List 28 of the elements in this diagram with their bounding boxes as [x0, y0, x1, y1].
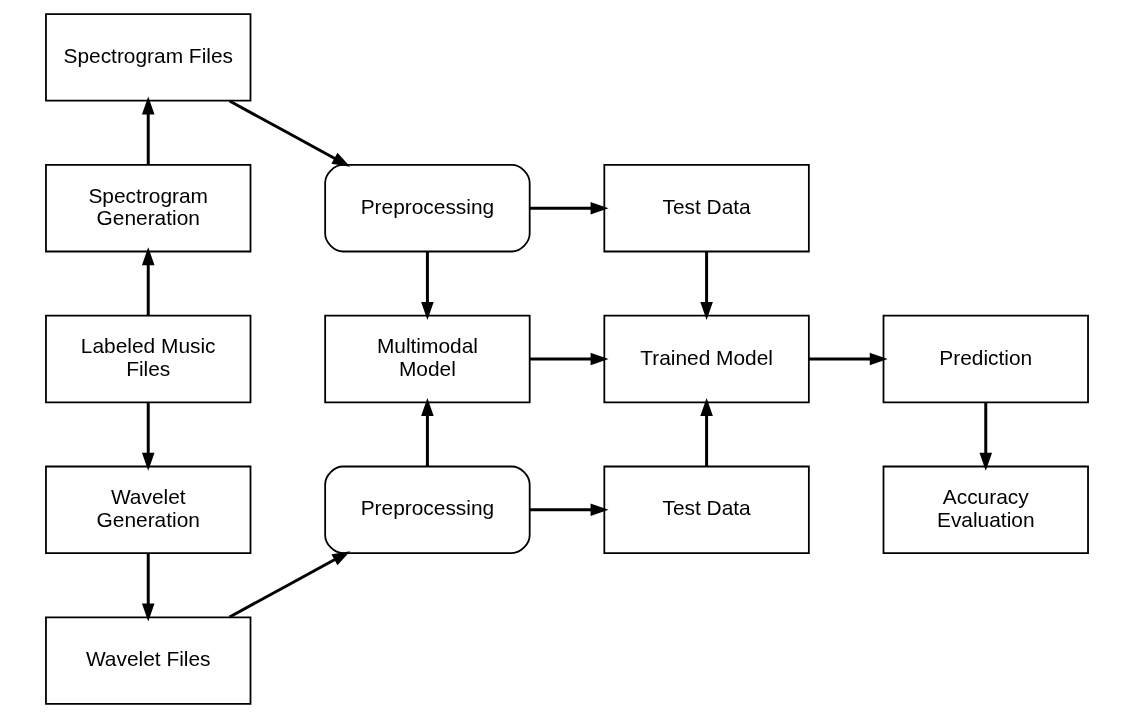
arrow — [529, 352, 609, 366]
arrow — [228, 551, 351, 619]
arrow — [808, 352, 888, 366]
node-box: Spectrogram Files — [45, 13, 252, 102]
arrow — [141, 402, 155, 471]
node-box: Trained Model — [603, 314, 810, 404]
arrow — [228, 99, 351, 167]
node-box: Test Data — [603, 465, 810, 554]
arrow — [700, 251, 713, 320]
arrow — [979, 402, 993, 471]
node-box: Prediction — [882, 314, 1089, 404]
node-box: Test Data — [603, 164, 810, 253]
node-box: Labeled Music Files — [45, 314, 252, 404]
node-box: Accuracy Evaluation — [882, 465, 1089, 554]
arrow — [141, 96, 155, 165]
arrow — [141, 247, 155, 316]
node-box: Wavelet Files — [45, 616, 252, 705]
node-box: Multimodal Model — [324, 314, 531, 404]
node-box: Preprocessing — [324, 465, 531, 554]
node-box: Spectrogram Generation — [45, 164, 252, 253]
arrow — [421, 398, 434, 467]
arrow — [529, 503, 609, 517]
arrow — [141, 553, 155, 622]
arrow — [421, 251, 434, 320]
node-box: Wavelet Generation — [45, 465, 252, 554]
arrow — [529, 201, 609, 215]
node-box: Preprocessing — [324, 164, 531, 253]
arrow — [700, 398, 713, 467]
